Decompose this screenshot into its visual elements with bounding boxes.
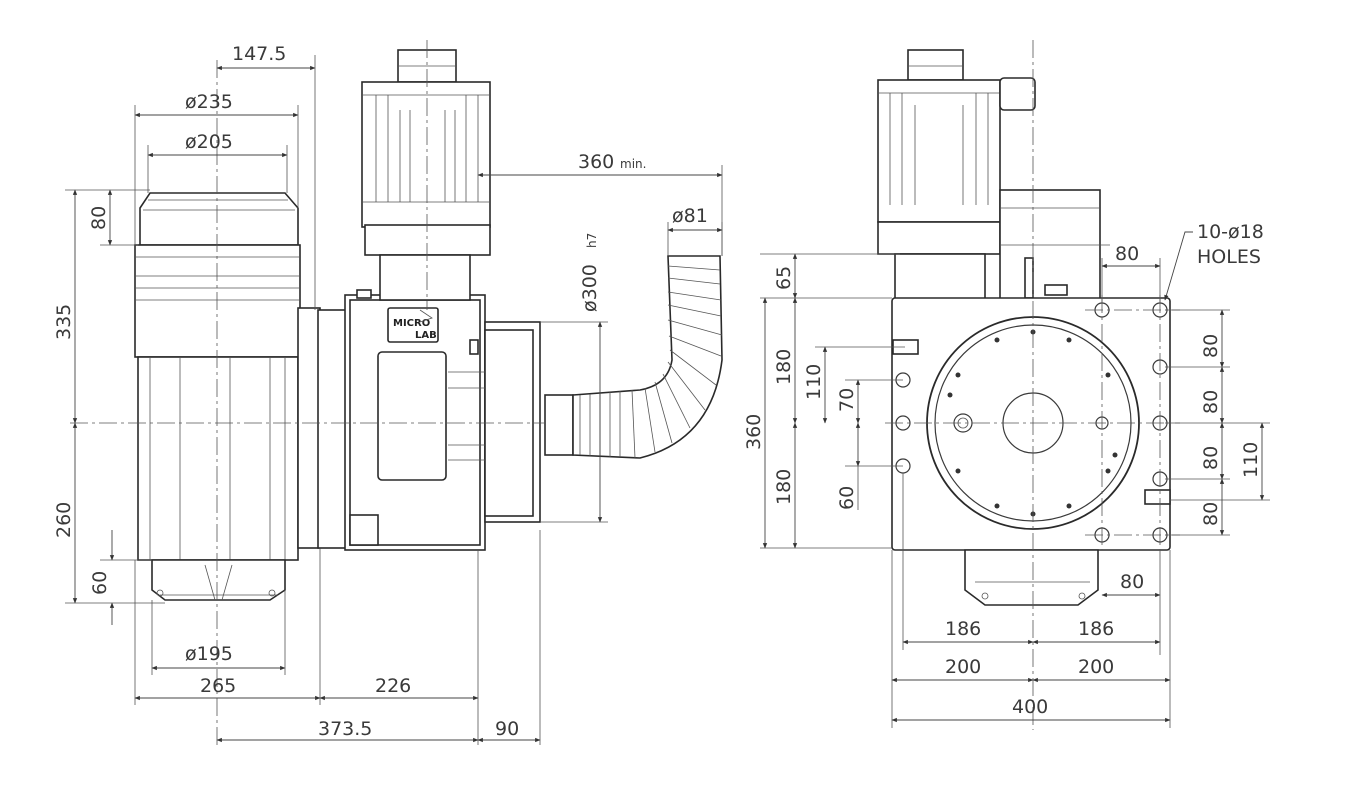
micro-lab-logo [387,307,439,343]
dim-65: 65 [773,266,795,290]
dim-80-right-2: 80 [1200,390,1222,414]
holes-note-count: 10-ø18 [1197,221,1264,243]
dim-phi-81: ø81 [672,205,708,227]
front-view: 10-ø18 HOLES 80 65 360 180 180 110 [743,40,1270,730]
dim-110-left: 110 [803,364,825,400]
dim-80-top: 80 [1115,243,1139,265]
top-motor [361,49,491,301]
dim-80-bottom: 80 [1120,571,1144,593]
logo-text-lab: LAB [415,330,437,341]
dim-60: 60 [89,571,111,595]
dim-60-front: 60 [836,486,858,510]
side-view: MICRO LAB [53,40,723,745]
dim-phi-205: ø205 [185,131,233,153]
dim-90: 90 [495,718,519,740]
dim-360-min-suffix: min. [620,157,646,171]
dim-400: 400 [1012,696,1048,718]
dim-186-right: 186 [1078,618,1114,640]
dim-70: 70 [836,388,858,412]
front-dimensions: 10-ø18 HOLES 80 65 360 180 180 110 [743,221,1270,728]
dim-80: 80 [88,206,110,230]
dim-360: 360 [743,414,765,450]
flex-hose [544,255,723,459]
dim-110-right: 110 [1240,442,1262,478]
dim-180-lower: 180 [773,469,795,505]
logo-text-micro: MICRO [393,318,430,329]
spindle-housing [134,192,321,601]
dim-226: 226 [375,675,411,697]
mounting-plate [891,297,1171,551]
dim-373-5: 373.5 [318,718,372,740]
dim-200-right: 200 [1078,656,1114,678]
dim-phi-235: ø235 [185,91,233,113]
dim-phi-300-suffix: h7 [585,233,599,248]
dim-360-min: 360 [578,151,614,173]
dim-147-5: 147.5 [232,43,286,65]
dim-phi-300: ø300 [579,264,601,312]
dim-80-right-1: 80 [1200,334,1222,358]
dim-200-left: 200 [945,656,981,678]
dim-335: 335 [53,304,75,340]
dim-265: 265 [200,675,236,697]
gearbox: MICRO LAB [317,289,541,551]
dim-phi-195: ø195 [185,643,233,665]
dim-260: 260 [53,502,75,538]
dim-180-upper: 180 [773,349,795,385]
dim-186-left: 186 [945,618,981,640]
holes-note-label: HOLES [1197,246,1261,268]
dim-80-right-3: 80 [1200,446,1222,470]
side-dimensions: 147.5 ø235 ø205 80 335 260 60 [53,43,723,745]
front-motor [877,49,1110,301]
dim-80-right-4: 80 [1200,502,1222,526]
